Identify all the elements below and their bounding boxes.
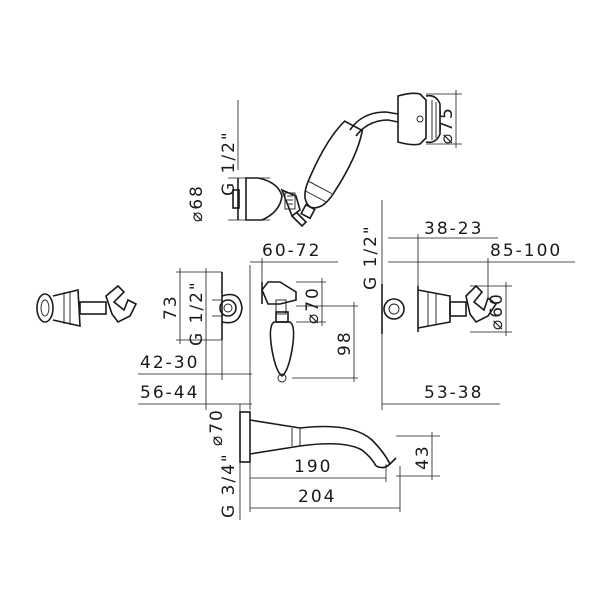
hand-shower-drawing [228, 90, 462, 228]
valve-drawing [381, 200, 575, 410]
spout-drawing [239, 404, 440, 520]
diverter-offset-inner-label: 42-30 [140, 353, 199, 373]
hand-shower-head-diameter-label: ⌀75 [437, 106, 457, 144]
valve-thread-label: G 1/2" [361, 224, 381, 290]
spout-flange-diameter-label: ⌀70 [207, 408, 227, 446]
diverter-lever-height-label: 98 [335, 330, 355, 356]
diverter-flange-diameter-label: ⌀70 [303, 286, 323, 324]
valve-flange-diameter-label: ⌀60 [487, 292, 507, 330]
hand-shower-thread-label: G 1/2" [219, 130, 239, 196]
valve-length-range-label: 85-100 [490, 241, 562, 261]
spout-height-label: 43 [413, 444, 433, 470]
hand-shower-holder-diameter-label: ⌀68 [187, 184, 207, 222]
diverter-thread-label: G 1/2" [187, 280, 207, 346]
spout-thread-label: G 3/4" [219, 452, 239, 518]
valve-offset-label: 53-38 [424, 383, 483, 403]
diverter-width-range-label: 60-72 [262, 241, 321, 261]
spout-projection-inner-label: 190 [294, 457, 332, 477]
diverter-offset-outer-label: 56-44 [140, 383, 199, 403]
diverter-height-label: 73 [161, 294, 181, 320]
spout-projection-total-label: 204 [298, 487, 336, 507]
diverter-drawing [36, 258, 358, 410]
valve-depth-range-label: 38-23 [424, 219, 483, 239]
